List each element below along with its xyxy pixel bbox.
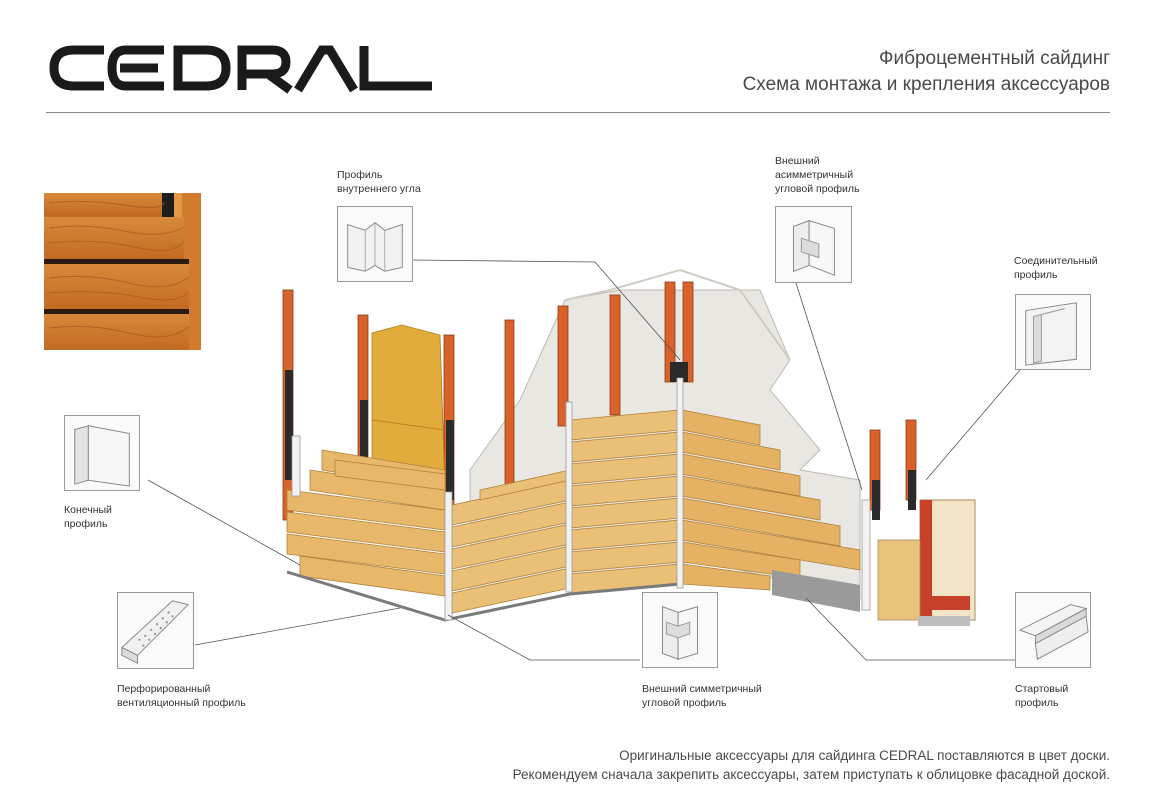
siding-right [681,409,861,591]
inner-corner-profile-image [337,206,413,282]
header-line1: Фиброцементный сайдинг [879,48,1110,69]
ventilation-profile-image [117,592,194,669]
header-divider [46,112,1110,113]
footer-note: Оригинальные аксессуары для сайдинга CED… [513,746,1110,784]
connector-profile-image [1015,294,1091,370]
starter-profile-image [1015,592,1091,668]
siding-left [286,449,446,597]
label-ventilation-profile: Перфорированный вентиляционный профиль [117,683,246,709]
label-starter-profile: Стартовый профиль [1015,683,1069,709]
wood-texture-swatch [44,193,201,350]
label-outer-sym-corner-profile: Внешний симметричный угловой профиль [642,683,762,709]
window-frame [877,499,976,626]
label-inner-corner-profile: Профиль внутреннего угла [337,169,421,195]
outer-sym-corner-profile-image [642,592,718,668]
end-profile-image [64,415,140,491]
label-outer-asym-corner-profile: Внешний асимметричный угловой профиль [775,155,860,195]
footer-line1: Оригинальные аксессуары для сайдинга CED… [619,748,1110,763]
outer-asym-corner-profile-image [775,206,852,283]
label-end-profile: Конечный профиль [64,504,112,530]
header-title: Фиброцементный сайдинг Схема монтажа и к… [743,46,1110,98]
label-connector-profile: Соединительный профиль [1014,255,1098,281]
cedral-logo [49,45,432,94]
footer-line2: Рекомендуем сначала закрепить аксессуары… [512,767,1110,782]
insulation-panel [371,324,446,491]
header-line2: Схема монтажа и крепления аксессуаров [742,74,1110,95]
